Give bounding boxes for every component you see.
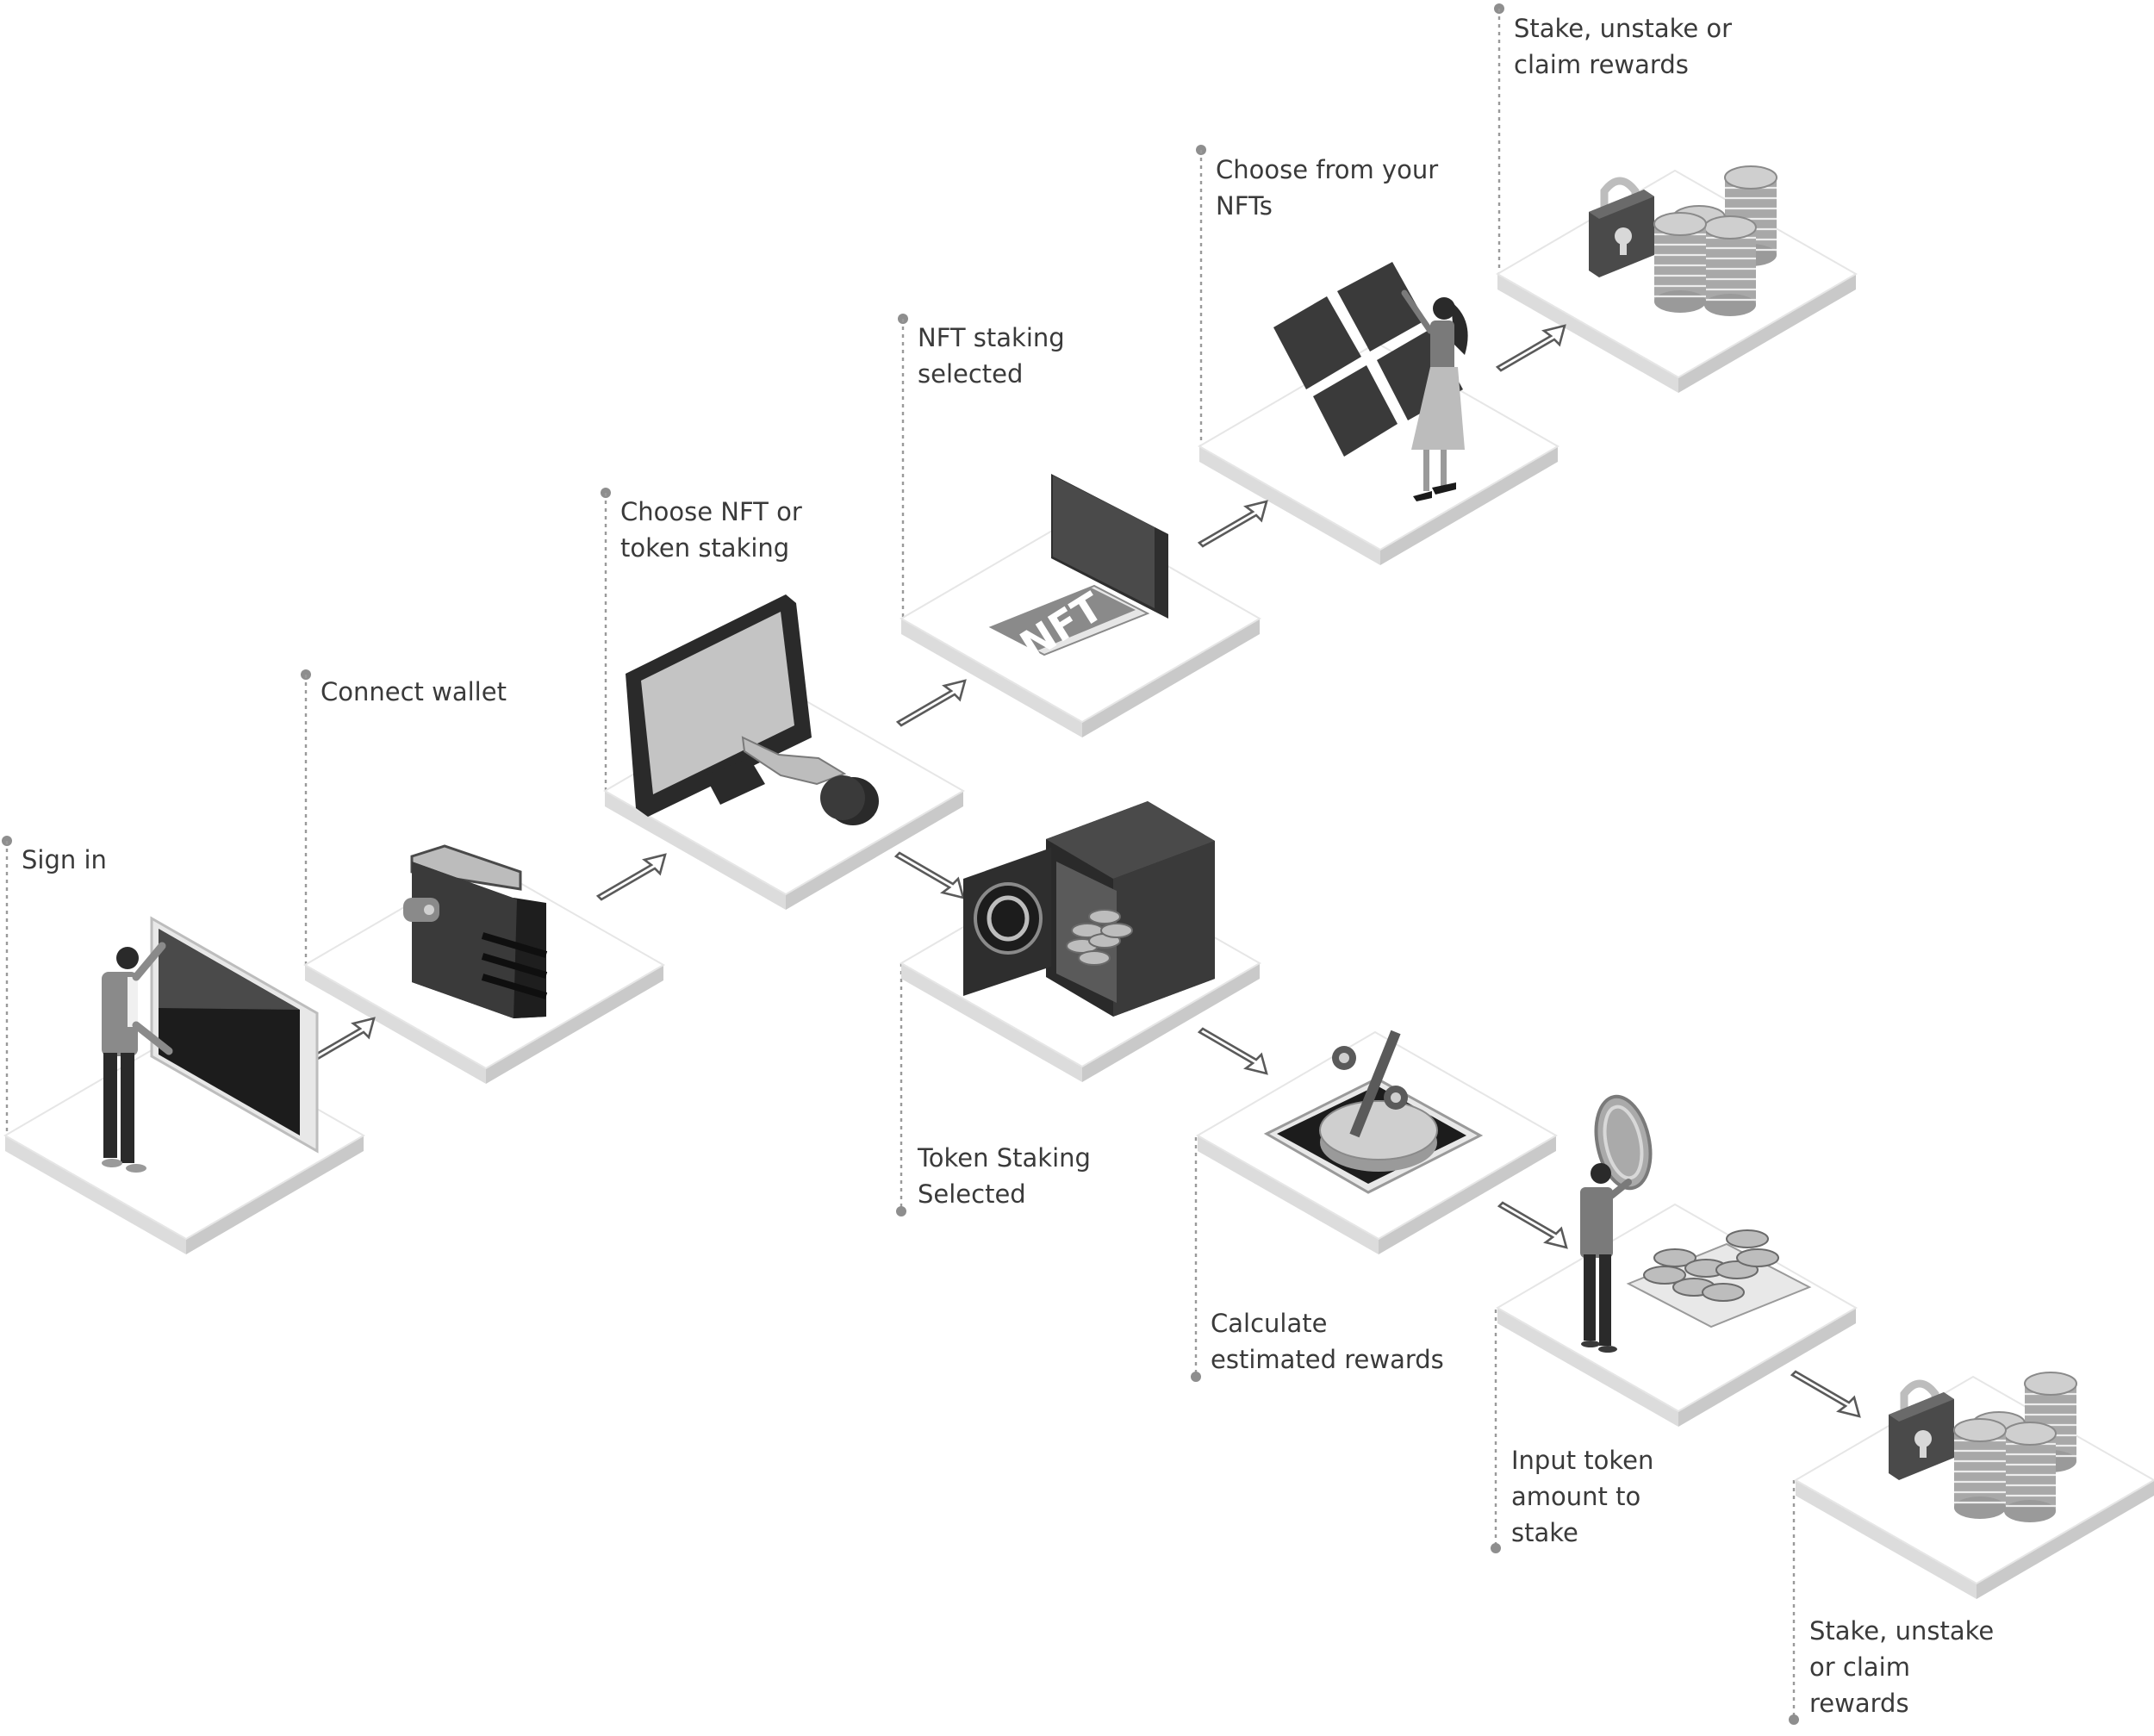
step-label-choose-nft-or-token-1: Choose NFT or [620, 497, 802, 526]
arrow-up-right-icon [896, 679, 967, 727]
step-label-stake-top-2: claim rewards [1514, 50, 1689, 79]
step-label-stake-top-1: Stake, unstake or [1514, 14, 1732, 43]
step-token-staking-selected: Token Staking Selected [896, 963, 1091, 1216]
step-nft-staking-selected: NFT staking selected [898, 314, 1065, 620]
step-sign-in: Sign in [2, 836, 107, 1136]
step-input-token-amount: Input token amount to stake [1491, 1310, 1653, 1553]
step-label-choose-nft-or-token-2: token staking [620, 533, 789, 563]
step-label-input-token-1: Input token [1511, 1446, 1653, 1475]
step-choose-nft-or-token: Choose NFT or token staking [601, 488, 802, 793]
step-label-stake-bottom-2: or claim [1809, 1652, 1910, 1682]
person-tablet-icon [102, 916, 319, 1173]
step-label-choose-from-nfts-2: NFTs [1216, 191, 1273, 221]
leader-dot [896, 1206, 906, 1216]
step-stake-unstake-top: Stake, unstake or claim rewards [1494, 3, 1732, 276]
step-label-input-token-3: stake [1511, 1518, 1578, 1547]
monitor-touch-icon [626, 594, 879, 825]
percent-coin-icon [1263, 1030, 1484, 1194]
step-label-nft-staking-2: selected [918, 359, 1023, 389]
leader-dot [1789, 1714, 1799, 1725]
step-label-token-staking-2: Selected [918, 1179, 1026, 1209]
step-stake-unstake-bottom: Stake, unstake or claim rewards [1789, 1480, 1994, 1725]
arrow-up-right-icon [1198, 500, 1268, 548]
step-label-nft-staking-1: NFT staking [918, 323, 1065, 352]
step-label-sign-in: Sign in [22, 845, 107, 874]
leader-dot [1491, 1543, 1501, 1553]
nft-grid-person-icon [1273, 262, 1468, 501]
arrow-down-right-icon [1790, 1370, 1861, 1418]
step-label-input-token-2: amount to [1511, 1482, 1640, 1511]
step-label-stake-bottom-3: rewards [1809, 1689, 1909, 1718]
wallet-icon [403, 844, 548, 1018]
step-connect-wallet: Connect wallet [301, 669, 507, 969]
step-label-calculate-2: estimated rewards [1211, 1345, 1444, 1374]
person-coin-icon [1580, 1094, 1812, 1353]
step-label-token-staking-1: Token Staking [917, 1143, 1091, 1173]
step-calculate-rewards: Calculate estimated rewards [1191, 1137, 1444, 1382]
arrow-down-right-icon [1198, 1027, 1268, 1075]
arrow-down-right-icon [1497, 1201, 1568, 1249]
leader-dot [1191, 1372, 1201, 1382]
arrow-up-right-icon [596, 853, 667, 901]
step-label-calculate-1: Calculate [1211, 1309, 1327, 1338]
step-label-choose-from-nfts-1: Choose from your [1216, 155, 1438, 184]
platform-choose-nfts [1198, 342, 1559, 566]
arrow-down-right-icon [894, 851, 965, 899]
safe-icon [963, 801, 1215, 1017]
step-label-stake-bottom-1: Stake, unstake [1809, 1616, 1994, 1646]
arrow-up-right-icon [1496, 324, 1566, 372]
step-label-connect-wallet: Connect wallet [321, 677, 507, 706]
step-choose-from-nfts: Choose from your NFTs [1196, 145, 1438, 448]
